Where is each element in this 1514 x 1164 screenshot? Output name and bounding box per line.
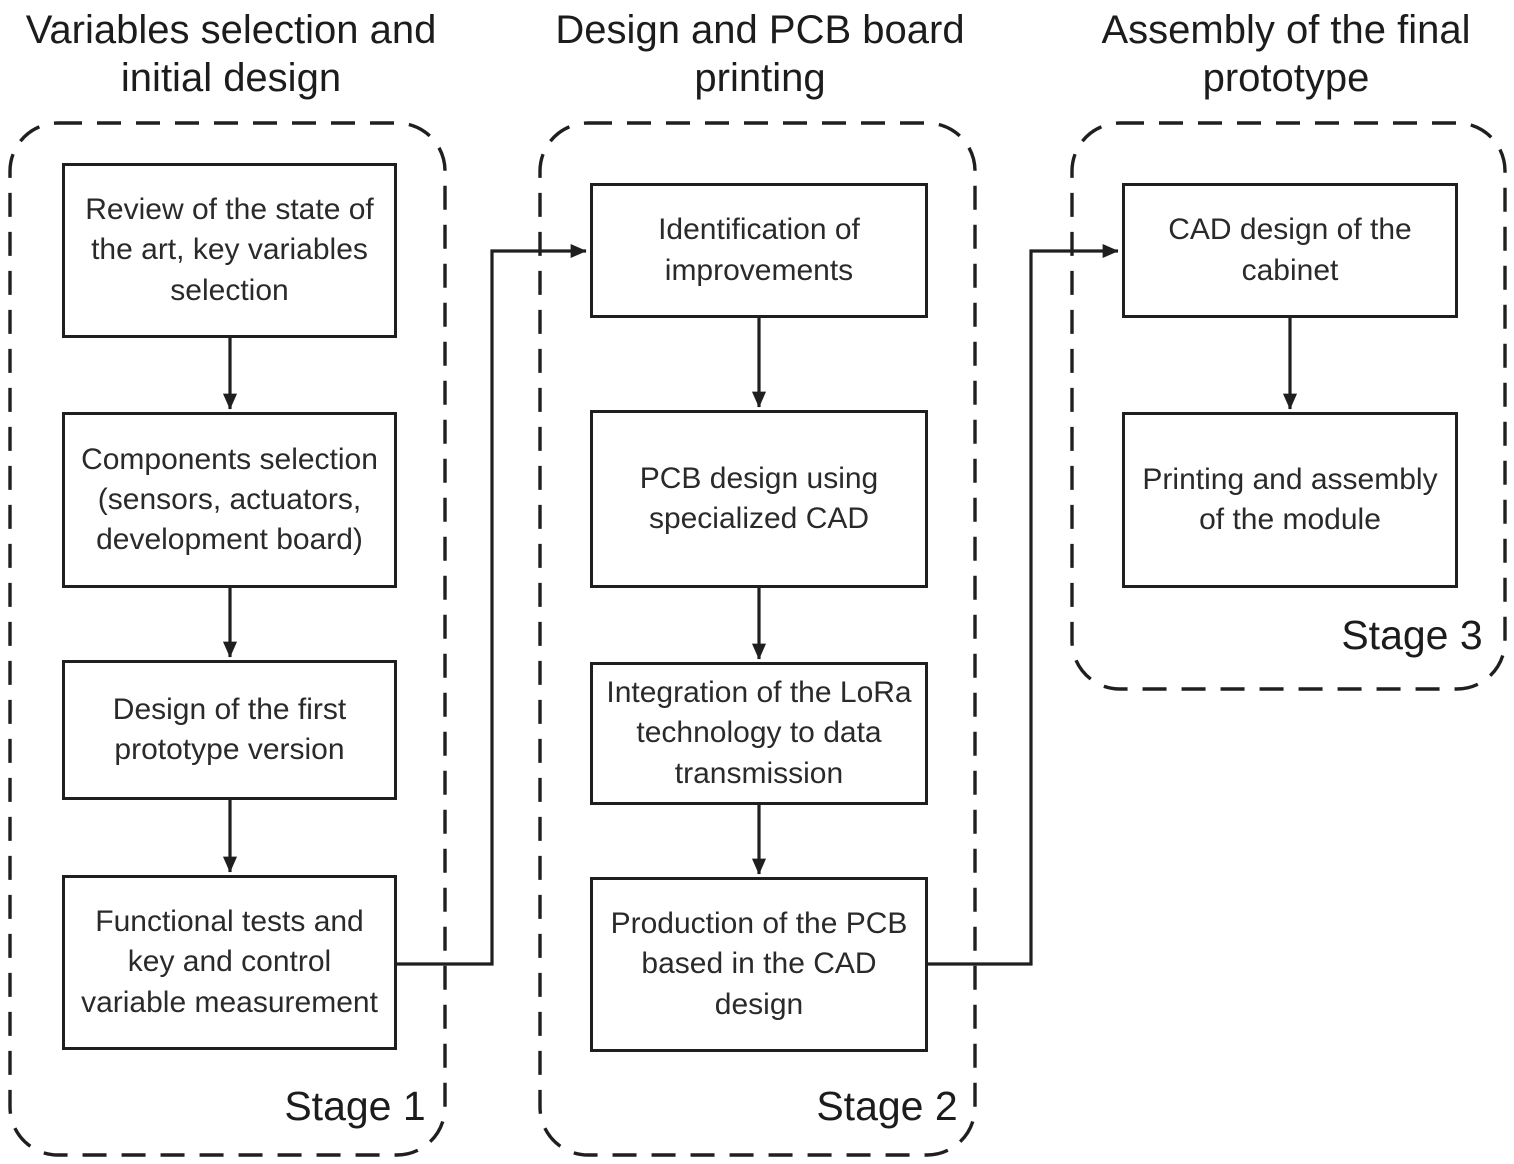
process-box-label: Components selection (sensors, actuators… [81, 442, 378, 557]
process-box-components-selection: Components selection (sensors, actuators… [62, 412, 397, 588]
process-box-functional-tests: Functional tests and key and control var… [62, 875, 397, 1050]
stage-1-label: Stage 1 [284, 1083, 426, 1129]
column-header-stage-3: Assembly of the final prototype [1101, 8, 1471, 100]
process-box-label: Functional tests and key and control var… [81, 905, 378, 1019]
stage-1-boundary [8, 121, 447, 1157]
process-box-cabinet-cad-design: CAD design of the cabinet [1122, 183, 1458, 318]
process-box-label: Design of the first prototype version [112, 692, 347, 766]
process-box-first-prototype-design: Design of the first prototype version [62, 660, 397, 800]
process-box-label: Review of the state of the art, key vari… [85, 193, 374, 307]
process-box-identification-improvements: Identification of improvements [590, 183, 928, 318]
stage-2-boundary [538, 121, 977, 1157]
process-box-label: Printing and assembly of the module [1142, 462, 1438, 536]
process-box-review-state-of-art: Review of the state of the art, key vari… [62, 163, 397, 338]
process-box-label: Production of the PCB based in the CAD d… [610, 907, 908, 1021]
arrow-tests-to-identification [397, 243, 587, 966]
stage-3-label: Stage 3 [1341, 612, 1483, 658]
process-box-lora-integration: Integration of the LoRa technology to da… [590, 662, 928, 805]
arrow-production-to-cabinet-cad [928, 243, 1119, 966]
process-box-label: Identification of improvements [658, 213, 860, 287]
process-box-pcb-cad-design: PCB design using specialized CAD [590, 410, 928, 588]
stage-3-boundary [1070, 121, 1507, 691]
column-header-stage-2: Design and PCB board printing [555, 8, 965, 100]
process-box-pcb-production: Production of the PCB based in the CAD d… [590, 877, 928, 1052]
process-box-module-printing-assembly: Printing and assembly of the module [1122, 412, 1458, 588]
process-box-label: Integration of the LoRa technology to da… [606, 676, 912, 790]
process-box-label: CAD design of the cabinet [1168, 213, 1412, 287]
stage-2-label: Stage 2 [816, 1083, 958, 1129]
column-header-stage-1: Variables selection and initial design [25, 8, 437, 100]
process-box-label: PCB design using specialized CAD [639, 461, 879, 535]
